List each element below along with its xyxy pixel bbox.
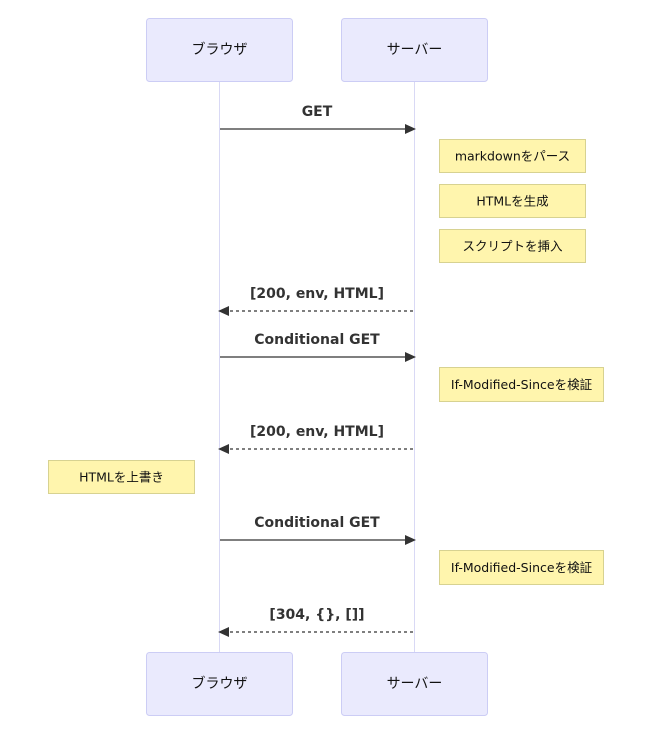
note-verify-modified-since-first-text: If-Modified-Sinceを検証 [451,377,593,392]
message-conditional-get-second-label: Conditional GET [254,515,380,531]
message-get-label: GET [302,104,333,120]
arrow-right-icon [405,352,416,362]
message-conditional-get-first-label: Conditional GET [254,332,380,348]
server-actor-bottom: サーバー [341,652,488,716]
message-get: GET [220,104,416,134]
arrow-right-icon [405,535,416,545]
message-response-304: [304, {}, []] [218,607,413,637]
note-verify-modified-since-second: If-Modified-Sinceを検証 [439,550,604,585]
note-generate-html: HTMLを生成 [439,184,586,218]
arrow-right-icon [405,124,416,134]
arrow-left-icon [218,444,229,454]
message-response-304-label: [304, {}, []] [269,607,364,623]
arrow-left-icon [218,306,229,316]
message-response-200-first-label: [200, env, HTML] [250,286,384,302]
message-conditional-get-first: Conditional GET [220,332,416,362]
browser-actor-bottom: ブラウザ [146,652,293,716]
server-actor-top-label: サーバー [387,42,443,58]
arrow-left-icon [218,627,229,637]
note-parse-markdown-text: markdownをパース [455,149,570,164]
message-response-200-second: [200, env, HTML] [218,424,413,454]
note-generate-html-text: HTMLを生成 [476,194,548,209]
note-insert-script: スクリプトを挿入 [439,229,586,263]
note-overwrite-html: HTMLを上書き [48,460,195,494]
browser-actor-bottom-label: ブラウザ [192,675,248,692]
note-overwrite-html-text: HTMLを上書き [79,470,164,485]
message-response-200-second-label: [200, env, HTML] [250,424,384,440]
message-conditional-get-second: Conditional GET [220,515,416,545]
server-actor-top: サーバー [341,18,488,82]
note-verify-modified-since-first: If-Modified-Sinceを検証 [439,367,604,402]
browser-actor-top: ブラウザ [146,18,293,82]
note-verify-modified-since-second-text: If-Modified-Sinceを検証 [451,560,593,575]
browser-actor-top-label: ブラウザ [192,41,248,58]
note-insert-script-text: スクリプトを挿入 [462,239,563,254]
server-actor-bottom-label: サーバー [387,676,443,692]
message-response-200-first: [200, env, HTML] [218,286,413,316]
note-parse-markdown: markdownをパース [439,139,586,173]
